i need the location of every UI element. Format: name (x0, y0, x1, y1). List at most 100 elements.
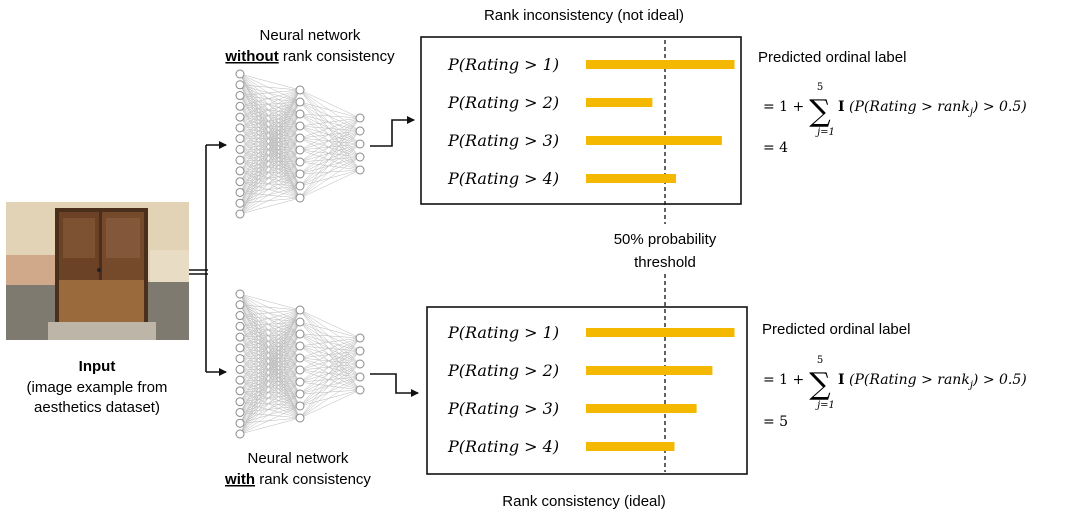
network-edge (299, 345, 361, 378)
network-edge (239, 197, 301, 204)
network-edge (299, 143, 361, 199)
network-edge (239, 89, 301, 139)
network-edge (299, 376, 361, 419)
network-neuron (235, 91, 245, 101)
network-edge (299, 345, 361, 352)
network-edge (299, 376, 361, 383)
network-edge (239, 101, 301, 129)
network-edge (239, 345, 301, 370)
network-edge (239, 173, 301, 204)
network-edge (239, 149, 301, 187)
network-edge (239, 113, 301, 204)
network-edge (239, 304, 301, 323)
network-edge (239, 309, 301, 413)
bar-label: P(Rating > 2) (447, 361, 559, 380)
network-neuron (235, 429, 245, 439)
network-edge (239, 345, 301, 413)
network-edge (239, 333, 301, 424)
network-edge (239, 369, 301, 407)
network-neuron (355, 126, 365, 136)
bottom-prediction-title: Predicted ordinal label (762, 321, 910, 338)
network-edge (239, 127, 301, 175)
network-edge (239, 345, 301, 435)
svg-text:I: I (838, 372, 845, 388)
network-edge (299, 156, 361, 175)
network-edge (299, 389, 361, 419)
network-edge (239, 116, 301, 139)
network-edge (239, 170, 301, 175)
network-edge (239, 125, 301, 204)
network-edge (299, 333, 361, 391)
network-edge (239, 309, 301, 424)
network-neuron (235, 177, 245, 187)
network-edge (239, 333, 301, 338)
network-edge (239, 127, 301, 163)
network-edge (239, 381, 301, 413)
bottom-panel-title: Rank consistency (ideal) (502, 493, 665, 510)
network-edge (239, 336, 301, 395)
network-edge (239, 393, 301, 402)
network-edge (239, 101, 301, 193)
network-neuron (235, 321, 245, 331)
network-neuron (235, 112, 245, 122)
network-neuron (295, 401, 305, 411)
network-edge (299, 101, 361, 132)
network-edge (239, 405, 301, 424)
network-neuron (295, 389, 305, 399)
network-edge (239, 161, 301, 182)
network-edge (299, 337, 361, 359)
network-edge (239, 326, 301, 395)
network-edge (239, 113, 301, 172)
network-edge (299, 130, 361, 187)
network-edge (299, 117, 361, 163)
network-edge (239, 326, 301, 359)
network-edge (239, 125, 301, 150)
panel-top-frame (420, 36, 742, 205)
network-edge (299, 389, 361, 395)
top-panel-title: Rank inconsistency (not ideal) (484, 7, 684, 24)
formula-top: = 1 + 5 ∑ j=1 I (P(Rating > rankj) > 0.5… (763, 82, 1027, 156)
network-edge (299, 117, 361, 151)
probability-bar (586, 404, 697, 413)
network-edge (299, 376, 361, 407)
network-edge (299, 363, 361, 371)
network-neuron (295, 157, 305, 167)
network-edge (239, 321, 301, 435)
network-edge (239, 369, 301, 413)
network-edge (239, 393, 301, 435)
network-edge (239, 309, 301, 392)
network-edge (239, 357, 301, 392)
network-edge (239, 106, 301, 175)
network-edge (239, 89, 301, 204)
network-edge (239, 369, 301, 402)
bar-label: P(Rating > 2) (447, 93, 559, 112)
network-edge (239, 101, 301, 139)
network-edge (239, 345, 301, 381)
network-edge (299, 137, 361, 145)
network-edge (299, 89, 361, 158)
network-neuron (355, 333, 365, 343)
network-edge (299, 357, 361, 378)
network-edge (239, 345, 301, 424)
network-edge (239, 149, 301, 215)
network-edge (239, 149, 301, 161)
bar-label: P(Rating > 3) (447, 131, 559, 150)
network-edge (239, 113, 301, 215)
network-edge (239, 113, 301, 139)
network-edge (299, 321, 361, 352)
network-edge (239, 357, 301, 424)
network-edge (239, 358, 301, 383)
network-edge (239, 345, 301, 392)
network-edge (299, 169, 361, 199)
network-edge (299, 117, 361, 127)
network-edge (239, 84, 301, 91)
input-caption-line1: (image example from (27, 379, 168, 396)
network-edge (239, 89, 301, 107)
network-neuron (235, 144, 245, 154)
network-neuron (355, 113, 365, 123)
network-edge (299, 309, 361, 352)
network-edge (239, 137, 301, 182)
network-edge (299, 337, 361, 419)
network-neuron (295, 181, 305, 191)
network-edge (239, 127, 301, 187)
